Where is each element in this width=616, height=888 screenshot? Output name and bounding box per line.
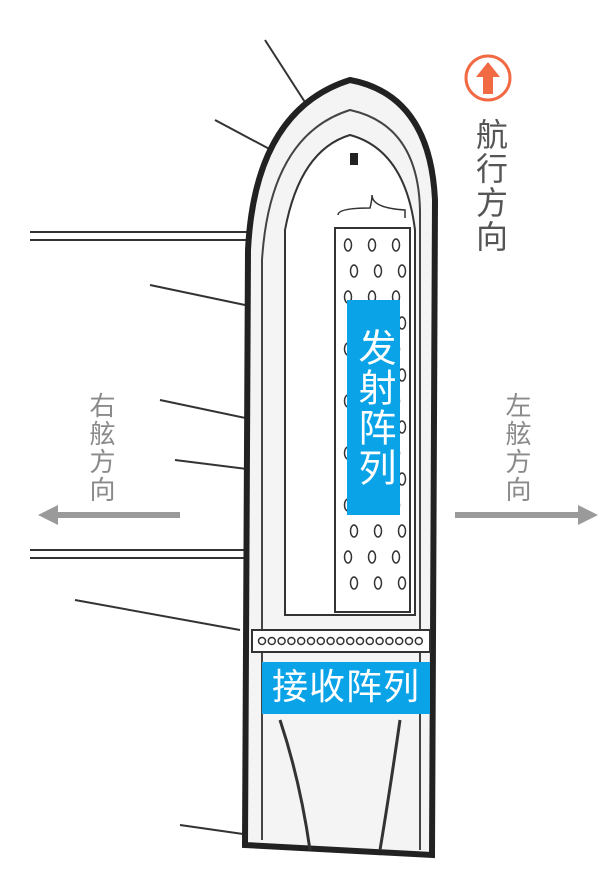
array-element <box>414 636 424 646</box>
array-element <box>277 636 286 646</box>
array-element <box>257 636 267 646</box>
receive-array-elements <box>257 636 424 646</box>
array-element <box>367 550 377 564</box>
array-element <box>345 636 355 646</box>
array-element <box>365 636 375 646</box>
port-arrow-icon <box>455 505 598 525</box>
transmit-array-label-text: 发射阵列 <box>352 327 396 488</box>
array-element <box>349 576 359 590</box>
starboard-arrow-icon <box>38 505 180 525</box>
port-direction-label: 左舷方向 <box>501 392 531 504</box>
transmit-array-label: 发射阵列 <box>347 300 400 515</box>
receive-array-label: 接收阵列 <box>262 662 430 714</box>
array-element <box>349 524 359 538</box>
receive-array-panel <box>251 629 431 653</box>
array-element <box>397 264 407 278</box>
array-element <box>306 636 316 646</box>
array-element <box>397 576 407 590</box>
array-element <box>385 636 394 646</box>
array-element <box>373 524 383 538</box>
array-element <box>287 636 296 646</box>
array-element <box>326 636 335 646</box>
array-element <box>367 238 377 252</box>
array-element <box>394 636 404 646</box>
up-arrow-circle-icon <box>464 54 512 102</box>
starboard-direction-label: 右舷方向 <box>85 392 115 504</box>
array-element <box>316 636 326 646</box>
array-element <box>343 550 353 564</box>
array-element <box>373 576 383 590</box>
array-element <box>397 524 407 538</box>
array-element <box>391 550 401 564</box>
array-element <box>296 636 306 646</box>
array-element <box>267 636 277 646</box>
array-element <box>404 636 414 646</box>
array-element <box>336 636 345 646</box>
array-element <box>391 238 401 252</box>
hull-side-gear <box>30 39 311 836</box>
array-element <box>355 636 365 646</box>
array-element <box>343 238 353 252</box>
array-element <box>373 264 383 278</box>
array-element <box>375 636 384 646</box>
array-element <box>349 264 359 278</box>
navigation-direction-label: 航行方向 <box>471 118 509 254</box>
